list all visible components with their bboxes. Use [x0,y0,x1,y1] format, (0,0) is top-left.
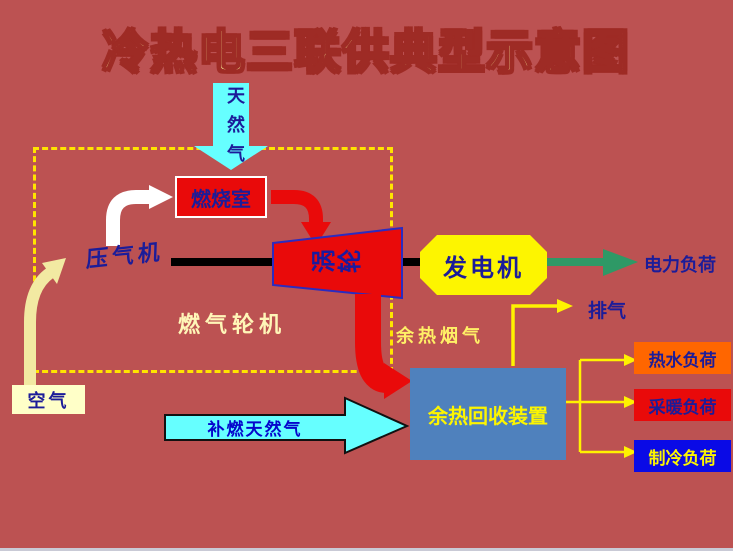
load-connector-arrowhead-bottom [624,446,637,458]
hot-water-load-label: 热水负荷 [648,350,717,371]
flue-gas-arrow [355,294,389,393]
compressor-to-combustor-arrowhead [149,185,173,209]
page-title: 冷热电三联供典型示意图 [102,24,631,80]
heating-load-label: 采暖负荷 [648,397,717,418]
bottom-edge-strip [0,548,733,551]
exhaust-arrowhead [557,299,573,313]
air-intake-arrowhead [42,258,66,284]
compressor-to-combustor-arrow [106,190,149,246]
exhaust-label: 排气 [588,300,627,322]
shaft-left [171,258,275,266]
turbine-label: 涡轮 [311,249,363,278]
cooling-load-box: 制冷负荷 [634,440,731,472]
air-label: 空气 [27,390,70,412]
hot-water-load-box: 热水负荷 [634,342,731,374]
natural-gas-label: 天然气 [224,86,245,173]
flue-gas-label: 余热烟气 [396,326,484,347]
load-connector-arrowhead-middle [624,396,637,408]
combustor-to-turbine-arrowhead [301,222,331,246]
generator-label: 发电机 [443,253,524,282]
combustion-chamber-label: 燃烧室 [191,186,251,211]
waste-heat-recovery-label: 余热回收装置 [428,403,548,428]
electric-load-label: 电力负荷 [644,255,716,276]
heating-load-box: 采暖负荷 [634,389,731,421]
combustor-to-turbine-arrow [271,190,323,222]
air-box: 空气 [12,385,85,414]
air-intake-arrow [24,268,54,410]
electric-power-arrow [547,249,638,276]
combustion-chamber-box: 燃烧室 [175,176,267,218]
load-connector-arrowhead-top [624,354,637,366]
gas-turbine-unit-label: 燃气轮机 [178,313,287,338]
supplementary-gas-label: 补燃天然气 [207,420,303,440]
turbine-shape [272,226,403,300]
load-connector-lines [566,358,624,454]
supplementary-gas-arrow [164,396,410,455]
flue-gas-arrowhead [384,363,412,399]
cooling-load-label: 制冷负荷 [648,448,717,469]
exhaust-line [511,304,557,366]
generator-shape [420,235,547,295]
natural-gas-arrow [194,83,268,170]
waste-heat-recovery-box: 余热回收装置 [410,368,566,460]
